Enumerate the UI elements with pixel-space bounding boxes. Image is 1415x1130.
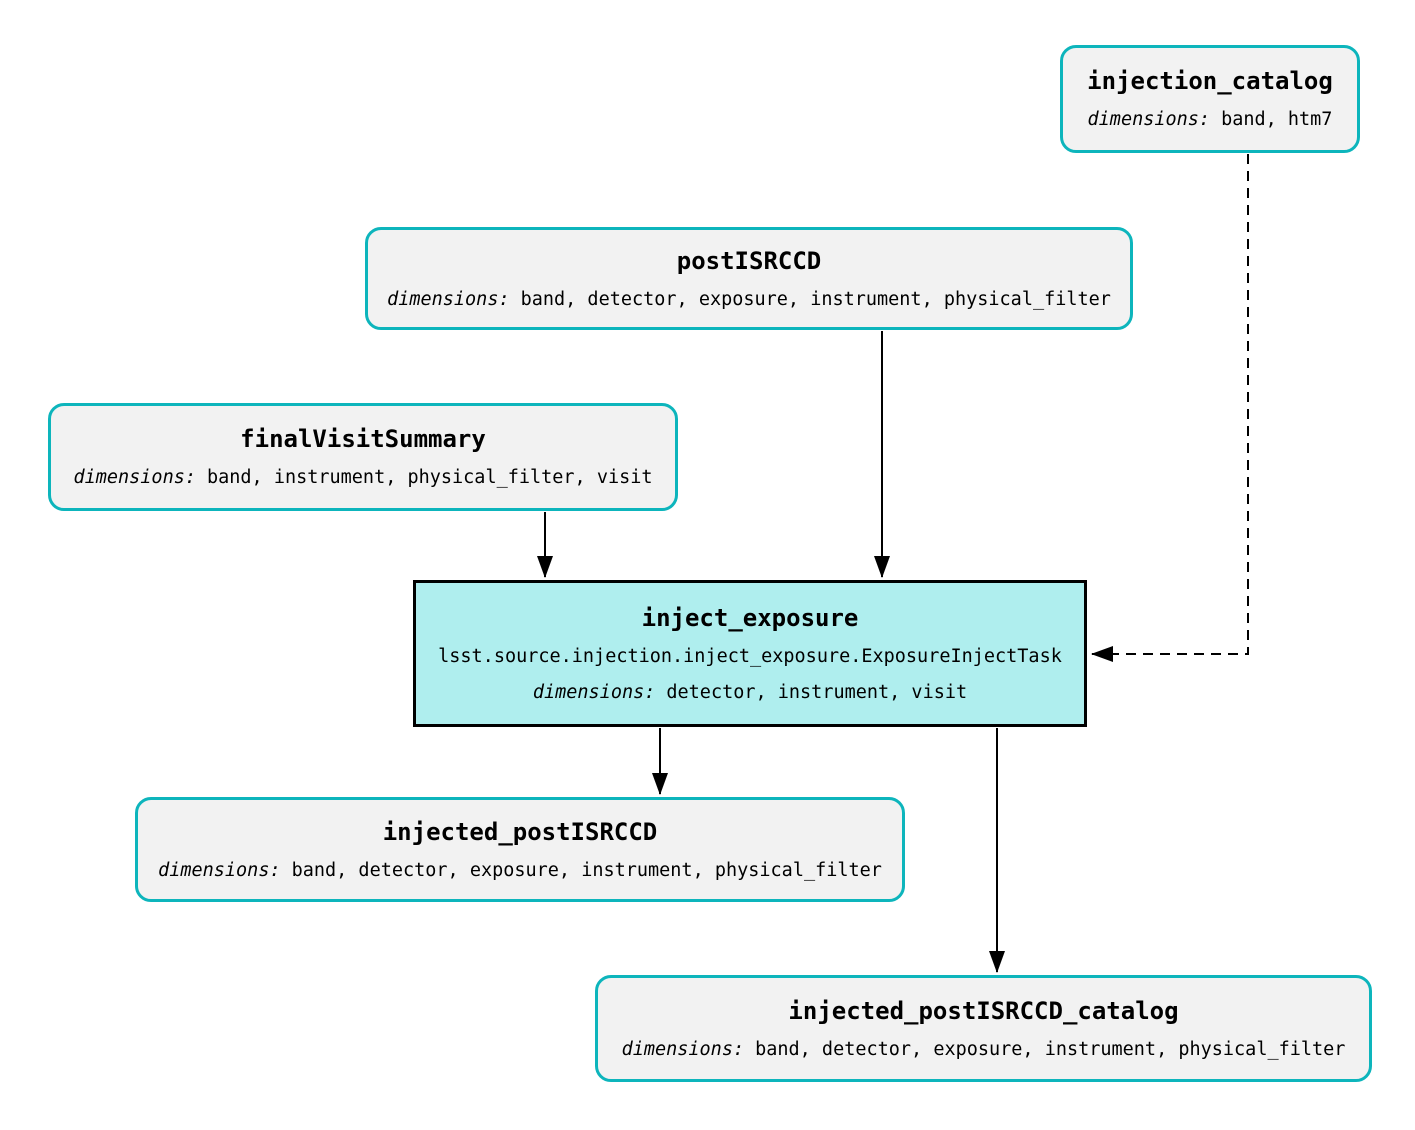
- dimensions-label: dimensions:: [387, 288, 510, 310]
- dimensions-values: detector, instrument, visit: [666, 681, 968, 703]
- dimensions-label: dimensions:: [621, 1038, 745, 1060]
- node-postisrccd: postISRCCD dimensions: band, detector, ex…: [365, 227, 1133, 330]
- dimensions-values: band, instrument, physical_filter, visit: [207, 467, 653, 488]
- node-dimensions: dimensions: band, detector, exposure, ins…: [387, 288, 1111, 312]
- task-class-path: lsst.source.injection.inject_exposure.Ex…: [438, 645, 1062, 667]
- dimensions-values: band, detector, exposure, instrument, ph…: [291, 859, 882, 881]
- dimensions-label: dimensions:: [1087, 109, 1211, 130]
- node-dimensions: dimensions: band, instrument, physical_fi…: [73, 466, 652, 490]
- edge-injection-catalog-to-inject-exposure: [1091, 154, 1249, 662]
- node-title: finalVisitSummary: [240, 425, 486, 453]
- node-inject-exposure: inject_exposure lsst.source.injection.in…: [413, 580, 1087, 727]
- node-title: inject_exposure: [641, 603, 859, 632]
- node-dimensions: dimensions: band, detector, exposure, ins…: [158, 859, 882, 883]
- dimensions-label: dimensions:: [158, 859, 281, 881]
- dimensions-values: band, htm7: [1221, 109, 1333, 130]
- node-title: postISRCCD: [676, 246, 822, 275]
- dimensions-values: band, detector, exposure, instrument, ph…: [755, 1038, 1346, 1060]
- node-dimensions: dimensions: detector, instrument, visit: [533, 681, 967, 705]
- dimensions-values: band, detector, exposure, instrument, ph…: [520, 288, 1111, 310]
- node-title: injected_postISRCCD_catalog: [788, 996, 1179, 1025]
- node-dimensions: dimensions: band, detector, exposure, ins…: [622, 1038, 1346, 1062]
- dimensions-label: dimensions:: [73, 467, 196, 488]
- node-title: injection_catalog: [1087, 67, 1333, 95]
- node-finalvisitsummary: finalVisitSummary dimensions: band, instr…: [48, 403, 678, 511]
- node-injected-postisrccd-catalog: injected_postISRCCD_catalog dimensions: b…: [595, 975, 1372, 1082]
- node-injection-catalog: injection_catalog dimensions: band, htm7: [1060, 45, 1360, 153]
- node-dimensions: dimensions: band, htm7: [1088, 108, 1333, 132]
- node-injected-postisrccd: injected_postISRCCD dimensions: band, det…: [135, 797, 905, 902]
- dimensions-label: dimensions:: [532, 681, 656, 703]
- node-title: injected_postISRCCD: [382, 817, 658, 846]
